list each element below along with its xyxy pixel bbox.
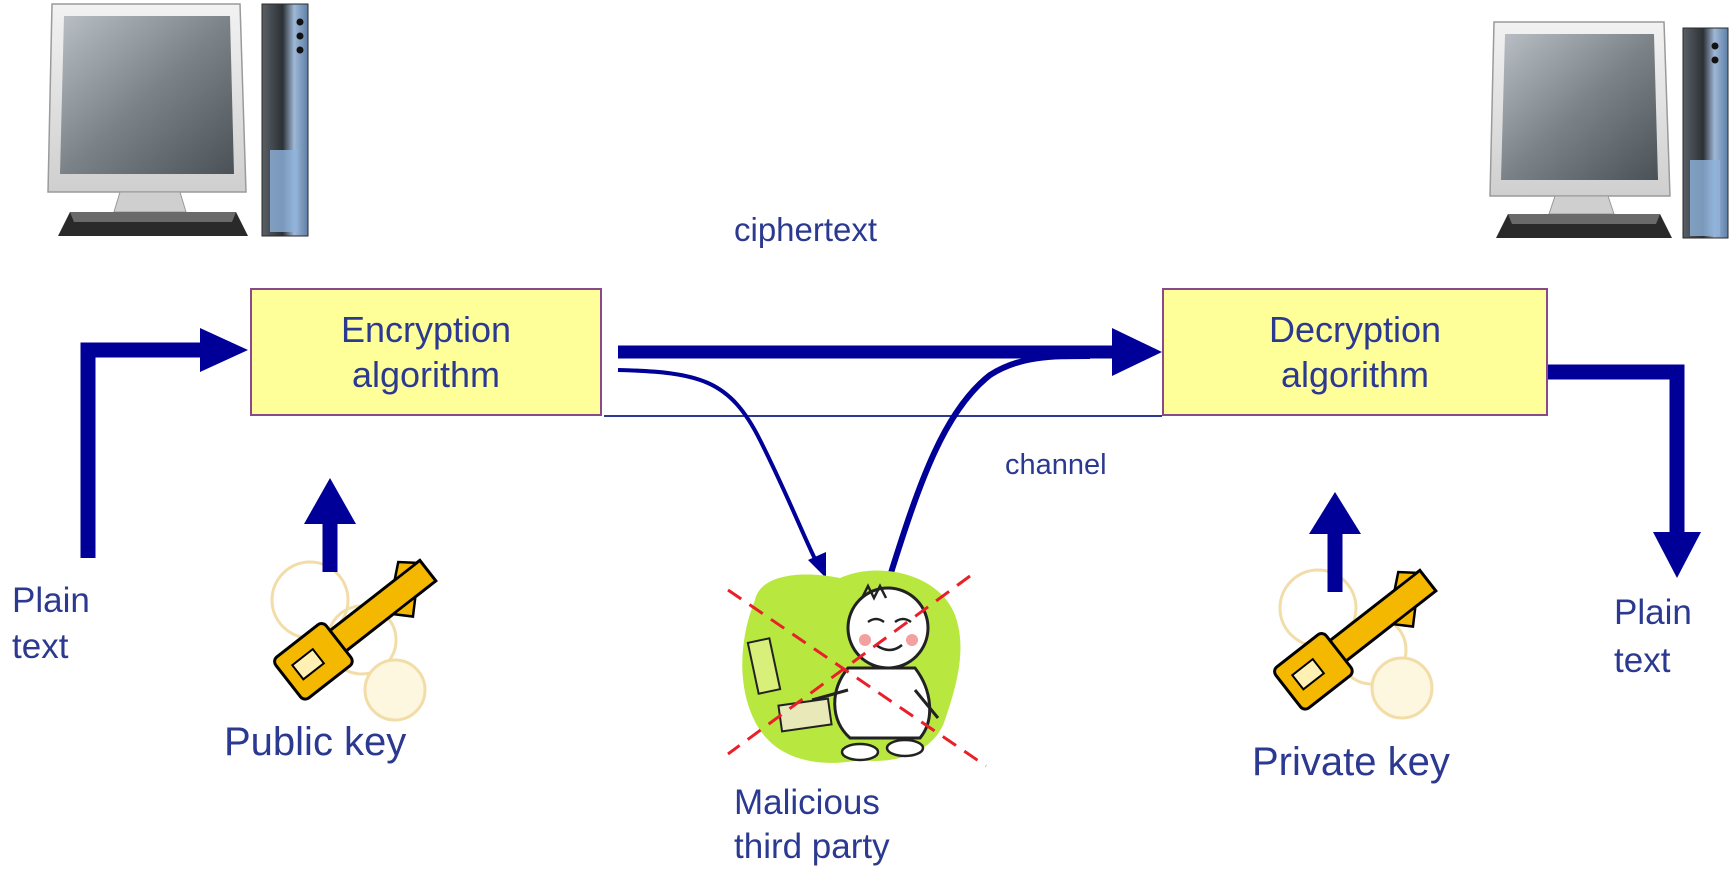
attacker-icon	[742, 570, 961, 763]
decryption-box-line1: Decryption	[1268, 309, 1442, 350]
private-key-icon	[1273, 568, 1438, 720]
encryption-algorithm-box: Encryption algorithm	[250, 288, 602, 416]
plain-text-left-line2: text	[12, 627, 69, 666]
plaintext-output-arrow	[1548, 364, 1701, 578]
decryption-algorithm-box: Decryption algorithm	[1162, 288, 1548, 416]
plain-text-right-line1: Plain	[1614, 593, 1692, 632]
plaintext-input-arrow	[80, 328, 248, 558]
encryption-box-line2: algorithm	[351, 354, 501, 395]
decryption-box-line2: algorithm	[1280, 354, 1430, 395]
plain-text-left-line1: Plain	[12, 581, 90, 620]
ciphertext-arrow	[618, 328, 1162, 376]
private-key-label: Private key	[1252, 740, 1450, 784]
intercept-arrow	[617, 368, 826, 578]
ciphertext-label: ciphertext	[734, 211, 878, 248]
encryption-box-line1: Encryption	[340, 309, 512, 350]
malicious-label-line2: third party	[734, 827, 890, 866]
public-key-arrow	[304, 478, 356, 572]
private-key-arrow	[1309, 492, 1361, 592]
public-key-label: Public key	[224, 720, 407, 764]
forged-message-arrow	[887, 353, 1091, 577]
public-key-icon	[270, 558, 438, 722]
channel-label: channel	[1005, 449, 1107, 481]
blocked-x-icon	[727, 574, 987, 768]
receiver-computer-icon	[1489, 21, 1729, 239]
sender-computer-icon	[47, 3, 309, 237]
malicious-label-line1: Malicious	[734, 783, 880, 822]
plain-text-right-line2: text	[1614, 641, 1671, 680]
